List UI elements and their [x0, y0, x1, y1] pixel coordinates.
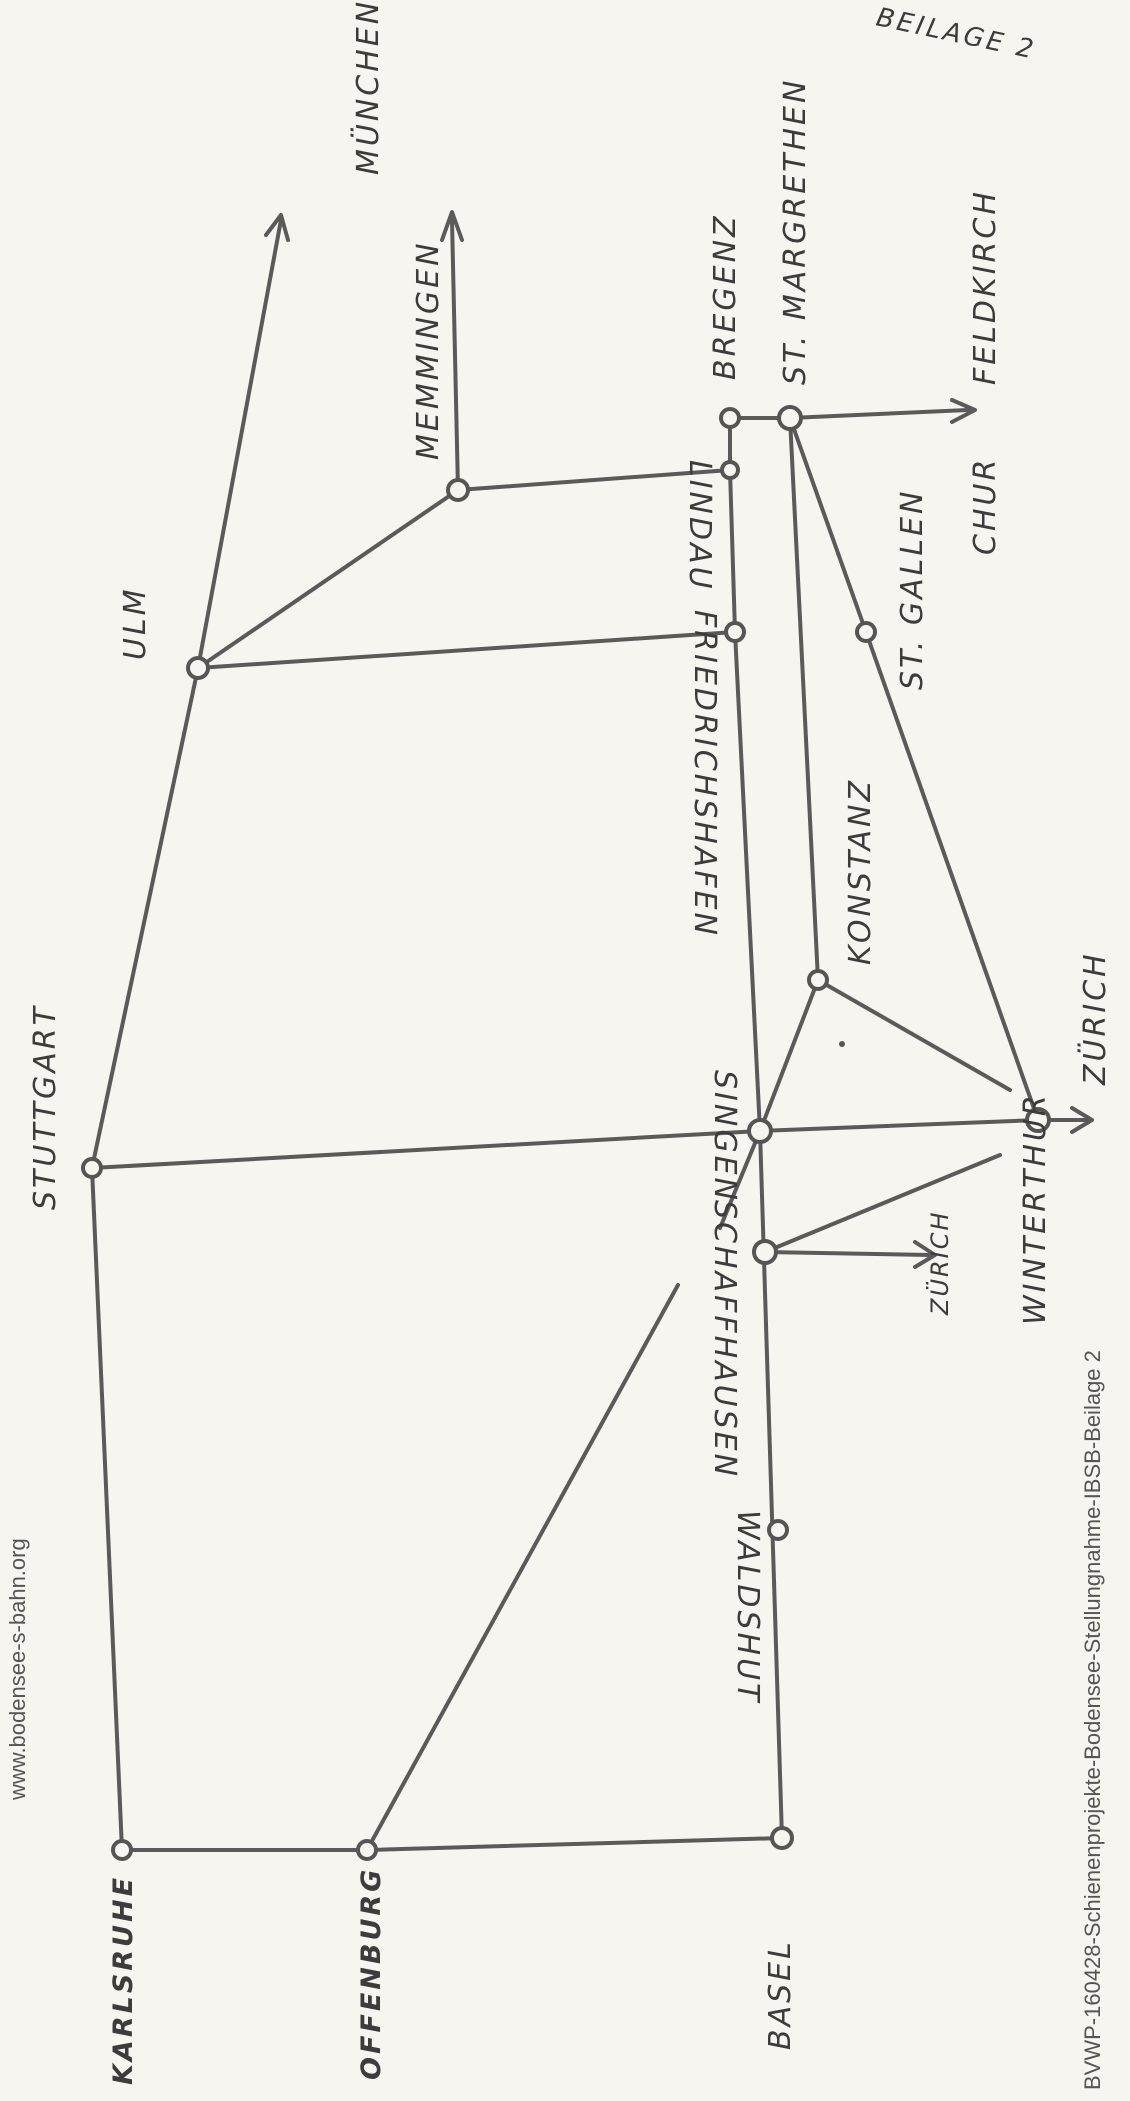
line-konstanz-winterthur — [816, 978, 1012, 1092]
line-margrethen-stgallen — [788, 416, 868, 634]
node-karlsruhe — [111, 1839, 133, 1861]
station-nodes — [81, 405, 1051, 1861]
beilage-label: BEILAGE 2 — [874, 3, 1039, 66]
node-ulm — [186, 656, 210, 680]
label-basel: BASEL — [763, 1939, 798, 2050]
line-memmingen-lindau — [456, 468, 732, 492]
city-labels: KARLSRUHE OFFENBURG BASEL STUTTGART ULM … — [28, 0, 1113, 2085]
label-lindau: LINDAU — [682, 460, 717, 592]
website-note: www.bodensee-s-bahn.org — [5, 1538, 30, 1801]
line-friedrichshafen-singen — [733, 630, 762, 1133]
label-chur: CHUR — [968, 457, 1003, 555]
label-ulm: ULM — [118, 586, 153, 660]
label-offenburg: OFFENBURG — [356, 1867, 387, 2080]
arrow-memmingen-icon — [440, 210, 464, 242]
node-memmingen — [446, 478, 470, 502]
line-ulm-friedrichshafen — [196, 630, 737, 670]
line-stuttgart-ulm — [90, 666, 200, 1170]
line-offenburg-schaffhausen — [365, 1283, 680, 1852]
node-winterthur — [1025, 1107, 1051, 1133]
arrow-zuerich-small-icon — [913, 1240, 937, 1269]
label-memmingen: MEMMINGEN — [411, 240, 446, 460]
arrow-heads — [264, 210, 1094, 1269]
document-id-note: BVWP-160428-Schienenprojekte-Bodensee-St… — [1080, 1350, 1105, 2090]
label-karlsruhe: KARLSRUHE — [108, 1875, 139, 2085]
node-singen — [747, 1118, 773, 1144]
line-margrethen-chur — [788, 408, 970, 420]
label-zuerich-small: ZÜRICH — [925, 1210, 954, 1316]
line-ulm-muenchen — [196, 218, 283, 670]
label-feldkirch: FELDKIRCH — [968, 189, 1003, 385]
label-st-margrethen: ST. MARGRETHEN — [778, 78, 813, 385]
line-offenburg-basel — [365, 1836, 784, 1852]
label-bregenz: BREGENZ — [708, 213, 743, 380]
arrow-zuerich-right-icon — [1070, 1106, 1094, 1134]
label-zuerich-right: ZÜRICH — [1077, 951, 1113, 1086]
line-stgallen-winterthur — [864, 630, 1040, 1122]
node-bregenz — [719, 407, 741, 429]
node-st-gallen — [855, 621, 877, 643]
node-schaffhausen — [752, 1239, 778, 1265]
label-konstanz: KONSTANZ — [843, 778, 878, 965]
line-memmingen-north — [450, 218, 460, 492]
line-schaffhausen-zuerich — [763, 1250, 932, 1257]
dot-lake — [839, 1041, 845, 1047]
label-schaffhausen: SCHAFFHAUSEN — [707, 1200, 742, 1479]
label-waldshut: WALDSHUT — [730, 1510, 765, 1704]
line-stuttgart-singen — [90, 1129, 762, 1170]
line-singen-branch — [718, 1129, 762, 1230]
line-schaffhausen-winterthur — [763, 1153, 1002, 1254]
line-singen-konstanz — [758, 978, 820, 1133]
label-singen: SINGEN — [707, 1070, 742, 1203]
node-offenburg — [356, 1839, 378, 1861]
arrow-muenchen-icon — [264, 213, 290, 242]
node-st-margrethen — [777, 405, 803, 431]
node-friedrichshafen — [724, 621, 746, 643]
label-winterthur: WINTERTHUR — [1018, 1092, 1053, 1325]
arrow-chur-icon — [950, 398, 977, 424]
label-stuttgart: STUTTGART — [28, 1004, 63, 1210]
node-basel — [770, 1826, 794, 1850]
line-konstanz-margrethen — [788, 416, 820, 982]
line-lindau-friedrichshafen — [728, 468, 737, 634]
label-friedrichshafen: FRIEDRICHSHAFEN — [687, 610, 722, 938]
node-waldshut — [767, 1519, 789, 1541]
node-lindau — [720, 460, 740, 480]
line-singen-basel — [758, 1129, 784, 1840]
label-muenchen: MÜNCHEN — [350, 0, 386, 175]
node-konstanz — [807, 969, 829, 991]
label-st-gallen: ST. GALLEN — [895, 489, 930, 690]
line-ulm-memmingen — [196, 488, 460, 670]
rail-lines — [90, 218, 1092, 1852]
node-stuttgart — [81, 1157, 103, 1179]
line-singen-winterthur — [758, 1118, 1040, 1133]
line-karlsruhe-stuttgart — [90, 1166, 124, 1852]
